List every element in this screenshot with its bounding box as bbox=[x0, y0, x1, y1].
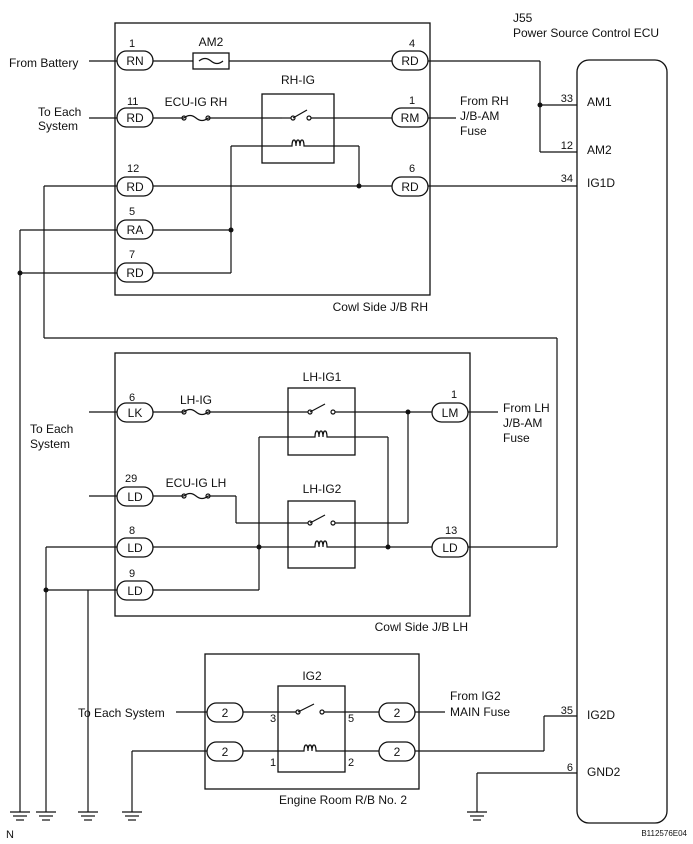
ecu-pin-num-34: 34 bbox=[561, 173, 573, 185]
er-term-code-lb: 2 bbox=[222, 745, 229, 759]
rh-box-label: Cowl Side J/B RH bbox=[333, 300, 428, 314]
er-term-code-lt: 2 bbox=[222, 706, 229, 720]
er-term-code-rb: 2 bbox=[394, 745, 401, 759]
ecu-pin-name-am2: AM2 bbox=[587, 143, 612, 157]
footer-left-mark: N bbox=[6, 829, 14, 841]
ecu-name: Power Source Control ECU bbox=[513, 26, 659, 40]
fuse-am2-element bbox=[198, 57, 224, 65]
relay-rh-ig-coil bbox=[286, 139, 310, 147]
rh-fuse-ecuig-label: ECU-IG RH bbox=[165, 95, 228, 109]
rh-term-num-4: 4 bbox=[409, 38, 415, 50]
fuse-ecu-ig-lh bbox=[183, 492, 209, 500]
lh-term-num-9: 9 bbox=[129, 568, 135, 580]
ecu-box bbox=[576, 59, 668, 824]
label-from-rh-2: J/B-AM bbox=[460, 109, 499, 123]
ig2-pin-3: 3 bbox=[270, 713, 276, 725]
lh-label-to-each-2: System bbox=[30, 437, 70, 451]
rh-term-num-r1: 1 bbox=[409, 95, 415, 107]
lh-fuse-lhig-label: LH-IG bbox=[180, 393, 212, 407]
lh-term-num-29: 29 bbox=[125, 473, 137, 485]
ecu-pin-name-ig2d: IG2D bbox=[587, 708, 615, 722]
ecu-pin-num-35: 35 bbox=[561, 705, 573, 717]
rh-term-code-ra: RA bbox=[127, 223, 144, 237]
ground-symbol-1 bbox=[10, 790, 30, 821]
label-from-ig2-1: From IG2 bbox=[450, 689, 501, 703]
lh-term-code-lk: LK bbox=[128, 406, 143, 420]
rh-term-code-7: RD bbox=[126, 266, 144, 280]
ecu-id: J55 bbox=[513, 11, 533, 25]
rh-term-num-11: 11 bbox=[127, 96, 138, 108]
lh-term-code-lm: LM bbox=[442, 406, 459, 420]
lh-term-code-8: LD bbox=[127, 541, 143, 555]
label-from-rh-3: Fuse bbox=[460, 124, 487, 138]
rh-term-num-5: 5 bbox=[129, 206, 135, 218]
relay-lh-ig1 bbox=[287, 387, 356, 456]
rh-term-code-6: RD bbox=[401, 180, 419, 194]
relay-ig2 bbox=[277, 685, 346, 773]
rh-term-code-12: RD bbox=[126, 180, 144, 194]
label-from-rh-1: From RH bbox=[460, 94, 509, 108]
rh-term-num-6: 6 bbox=[409, 163, 415, 175]
ecu-pin-name-gnd2: GND2 bbox=[587, 765, 621, 779]
lh-relay2-label: LH-IG2 bbox=[303, 482, 342, 496]
lh-junction-block bbox=[114, 352, 471, 617]
er-label-to-each-system: To Each System bbox=[78, 706, 165, 720]
fuse-lh-ig bbox=[183, 408, 209, 416]
lh-term-code-29: LD bbox=[127, 490, 143, 504]
rh-term-code-4: RD bbox=[401, 54, 419, 68]
rh-term-code-11: RD bbox=[126, 111, 144, 125]
ecu-pin-num-33: 33 bbox=[561, 93, 573, 105]
relay-lh-ig1-coil bbox=[310, 430, 332, 438]
rh-term-num-1: 1 bbox=[129, 38, 135, 50]
lh-term-num-6: 6 bbox=[129, 392, 135, 404]
label-to-each-2: System bbox=[38, 119, 78, 133]
lh-term-code-13: LD bbox=[442, 541, 458, 555]
ground-symbol-3 bbox=[78, 790, 98, 821]
relay-ig2-coil bbox=[299, 744, 321, 752]
ig2-pin-1: 1 bbox=[270, 757, 276, 769]
lh-relay1-label: LH-IG1 bbox=[303, 370, 342, 384]
er-term-code-rt: 2 bbox=[394, 706, 401, 720]
ecu-pin-num-12: 12 bbox=[561, 140, 573, 152]
relay-rh-ig bbox=[261, 93, 335, 164]
label-from-lh-1: From LH bbox=[503, 401, 550, 415]
rh-junction-block bbox=[114, 22, 431, 296]
lh-box-label: Cowl Side J/B LH bbox=[375, 620, 468, 634]
label-from-ig2-2: MAIN Fuse bbox=[450, 705, 510, 719]
lh-term-num-1: 1 bbox=[451, 389, 457, 401]
figure-code: B112576E04 bbox=[641, 829, 687, 838]
rh-term-code-rn: RN bbox=[126, 54, 143, 68]
rh-term-code-rm: RM bbox=[401, 111, 420, 125]
label-to-each-1: To Each bbox=[38, 105, 81, 119]
rh-fuse-am2-label: AM2 bbox=[199, 35, 224, 49]
rh-term-num-7: 7 bbox=[129, 249, 135, 261]
ecu-pin-num-6: 6 bbox=[567, 762, 573, 774]
ground-symbol-2 bbox=[36, 790, 56, 821]
er-relay-label: IG2 bbox=[302, 669, 322, 683]
label-from-battery: From Battery bbox=[9, 56, 78, 70]
label-from-lh-3: Fuse bbox=[503, 431, 530, 445]
lh-term-num-13: 13 bbox=[445, 525, 457, 537]
label-from-lh-2: J/B-AM bbox=[503, 416, 542, 430]
er-box-label: Engine Room R/B No. 2 bbox=[279, 793, 407, 807]
ig2-pin-2: 2 bbox=[348, 757, 354, 769]
rh-term-num-12: 12 bbox=[127, 163, 139, 175]
rh-relay-label: RH-IG bbox=[281, 73, 315, 87]
lh-fuse-ecuig-label: ECU-IG LH bbox=[166, 476, 227, 490]
ground-symbol-4 bbox=[122, 811, 142, 821]
engine-room-relay-block bbox=[204, 653, 420, 790]
relay-lh-ig2 bbox=[287, 500, 356, 569]
ecu-pin-name-ig1d: IG1D bbox=[587, 176, 615, 190]
fuse-ecu-ig-rh bbox=[183, 114, 209, 122]
lh-term-num-8: 8 bbox=[129, 525, 135, 537]
lh-label-to-each-1: To Each bbox=[30, 422, 73, 436]
ground-symbol-5 bbox=[467, 811, 487, 821]
relay-lh-ig2-coil bbox=[310, 540, 332, 548]
ig2-pin-5: 5 bbox=[348, 713, 354, 725]
ecu-pin-name-am1: AM1 bbox=[587, 95, 612, 109]
lh-term-code-9: LD bbox=[127, 584, 143, 598]
